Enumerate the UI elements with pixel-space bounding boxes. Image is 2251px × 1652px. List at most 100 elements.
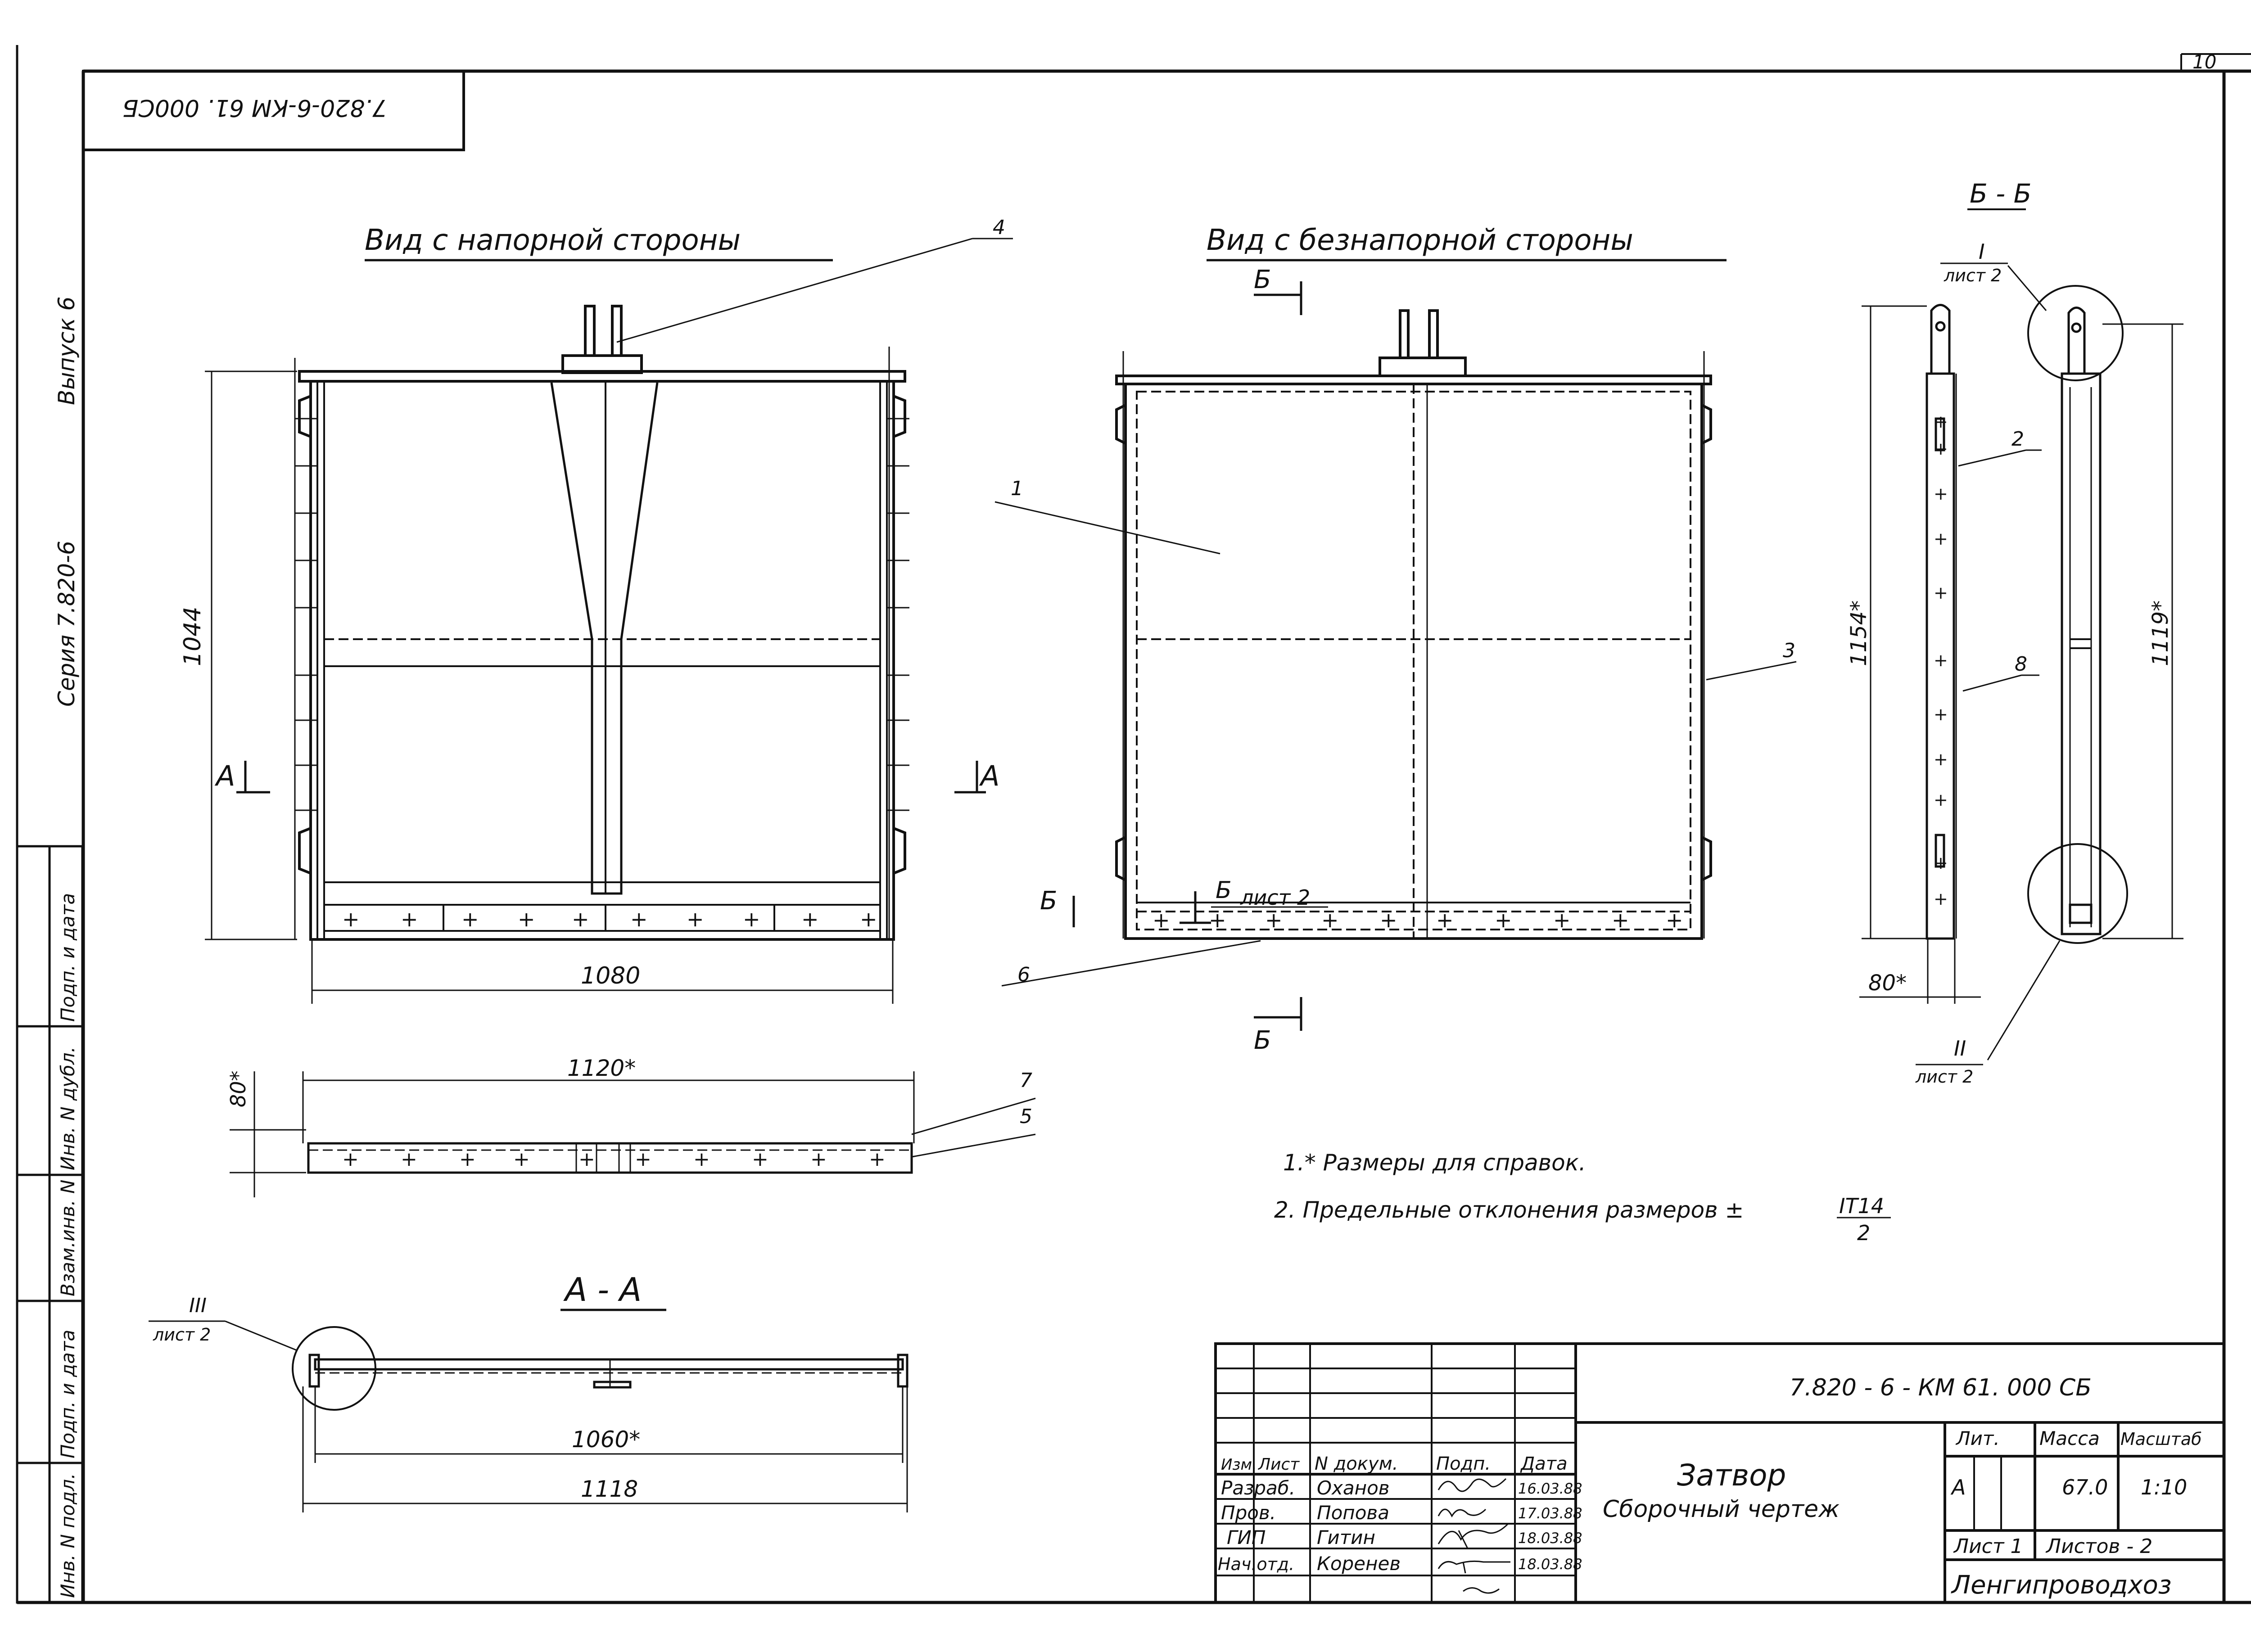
callout-2: 2: [2011, 428, 2024, 451]
svg-text:+: +: [459, 1148, 476, 1171]
svg-text:+: +: [1436, 908, 1454, 932]
svg-text:+: +: [401, 907, 418, 931]
svg-text:+: +: [513, 1148, 530, 1171]
leader-II-sheet: лист 2: [1915, 1067, 1973, 1087]
dim-plan-depth: 80*: [226, 1070, 250, 1107]
tb-h-list: Лист: [1257, 1455, 1300, 1474]
leader-III: III: [189, 1294, 207, 1317]
tb-lit: А: [1950, 1475, 1966, 1499]
svg-text:+: +: [1666, 908, 1683, 932]
callout-1: 1: [1011, 477, 1023, 500]
tb-org: Ленгипроводхоз: [1951, 1571, 2172, 1600]
margin-series: Серия 7.820-6: [54, 541, 80, 707]
svg-text:+: +: [1934, 439, 1948, 459]
svg-text:+: +: [1934, 583, 1948, 603]
tb-sheet: Лист 1: [1953, 1535, 2023, 1558]
tb-mass-label: Масса: [2039, 1427, 2100, 1449]
left-margin: Выпуск 6 Серия 7.820-6 Подп. и дата Инв.…: [16, 297, 84, 1604]
leader-I: I: [1979, 239, 1985, 264]
tb-date-1: 16.03.88: [1518, 1480, 1582, 1497]
section-mark-b-sheet: Б: [1216, 877, 1232, 904]
svg-text:+: +: [342, 907, 360, 931]
tb-person-4: Коренев: [1317, 1553, 1401, 1575]
tolerance-den: 2: [1857, 1221, 1870, 1245]
tb-scale-label: Масштаб: [2120, 1429, 2202, 1449]
tb-scale: 1:10: [2141, 1475, 2187, 1499]
free-view-title: Вид с безнапорной стороны: [1207, 224, 1633, 257]
tb-h-izm: Изм.: [1221, 1456, 1257, 1474]
leader-III-sheet: лист 2: [153, 1325, 211, 1345]
margin-field-1: Подп. и дата: [57, 893, 79, 1022]
svg-text:+: +: [342, 1148, 359, 1171]
svg-text:+: +: [1934, 650, 1948, 670]
dim-aa-outer: 1118: [581, 1476, 638, 1502]
callout-7: 7: [1020, 1069, 1032, 1092]
callout-8: 8: [2015, 653, 2027, 676]
margin-field-4: Подп. и дата: [57, 1330, 79, 1458]
svg-text:+: +: [1612, 908, 1629, 932]
callout-3: 3: [1783, 639, 1795, 662]
tb-sheets: Листов - 2: [2045, 1535, 2152, 1558]
dim-width-front: 1080: [581, 962, 640, 989]
svg-text:+: +: [1153, 908, 1170, 932]
tb-person-1: Оханов: [1317, 1477, 1390, 1499]
svg-text:+: +: [1934, 412, 1948, 432]
tb-role-3: ГИП: [1227, 1526, 1266, 1548]
svg-text:+: +: [1934, 529, 1948, 549]
svg-text:+: +: [1934, 889, 1948, 909]
leader-I-sheet: лист 2: [1944, 266, 2002, 285]
svg-text:+: +: [401, 1148, 417, 1171]
section-mark-b-left: Б: [1040, 886, 1057, 916]
svg-text:+: +: [579, 1148, 595, 1171]
svg-text:+: +: [1934, 853, 1948, 873]
svg-text:+: +: [1380, 908, 1397, 932]
tb-code: 7.820 - 6 - КМ 61. 000 СБ: [1790, 1374, 2092, 1401]
title-block: 7.820 - 6 - КМ 61. 000 СБ Затвор Сборочн…: [1214, 1342, 2225, 1604]
svg-text:+: +: [630, 907, 648, 931]
section-mark-a-left: А: [214, 759, 235, 792]
dim-bb-depth: 80*: [1868, 970, 1907, 996]
svg-text:+: +: [1934, 484, 1948, 504]
svg-text:+: +: [1553, 908, 1571, 932]
svg-text:+: +: [572, 907, 589, 931]
tb-lit-label: Лит.: [1955, 1427, 2000, 1449]
margin-field-5: Инв. N подл.: [57, 1473, 79, 1598]
tb-mass: 67.0: [2062, 1475, 2108, 1499]
section-mark-b-bottom: Б: [1254, 1026, 1271, 1055]
notes: 1.* Размеры для справок. 2. Предельные о…: [1274, 1150, 1891, 1245]
svg-text:+: +: [743, 907, 760, 931]
section-bb: Б - Б +++ +++ +++ ++: [1846, 178, 2183, 1087]
svg-text:+: +: [1934, 790, 1948, 810]
pressure-view-title: Вид с напорной стороны: [365, 224, 741, 257]
tb-role-1: Разраб.: [1221, 1477, 1295, 1499]
callout-4: 4: [993, 216, 1005, 239]
tolerance-num: IT14: [1839, 1194, 1884, 1218]
svg-text:+: +: [1934, 704, 1948, 724]
pressure-side-view: Вид с напорной стороны: [179, 216, 1013, 1004]
svg-text:+: +: [1265, 908, 1283, 932]
tb-date-3: 18.03.88: [1518, 1530, 1582, 1547]
tb-h-sign: Подп.: [1436, 1453, 1491, 1474]
dim-bb-height2: 1119*: [2148, 600, 2173, 666]
svg-text:+: +: [1495, 908, 1512, 932]
margin-release: Выпуск 6: [54, 297, 80, 405]
svg-text:+: +: [860, 907, 877, 931]
dim-bb-height: 1154*: [1846, 600, 1871, 666]
dim-plan-width: 1120*: [567, 1055, 636, 1081]
tb-h-date: Дата: [1520, 1453, 1568, 1474]
free-side-view: Вид с безнапорной стороны + + + + + +: [994, 224, 1797, 1055]
svg-text:+: +: [1321, 908, 1339, 932]
tb-role-2: Пров.: [1221, 1502, 1276, 1524]
svg-text:+: +: [687, 907, 704, 931]
callout-5: 5: [1020, 1105, 1032, 1128]
section-bb-title: Б - Б: [1970, 178, 2031, 209]
svg-text:+: +: [518, 907, 535, 931]
section-aa: А - А 1060* 1118 III лист 2: [149, 1271, 909, 1512]
section-mark-b-top: Б: [1254, 265, 1271, 294]
margin-field-2: Инв. N дубл.: [57, 1047, 79, 1170]
signatures: [1437, 1478, 1510, 1594]
b-sheet2-label: лист 2: [1240, 885, 1310, 910]
svg-text:+: +: [1209, 908, 1226, 932]
tb-subtitle: Сборочный чертеж: [1603, 1496, 1840, 1523]
